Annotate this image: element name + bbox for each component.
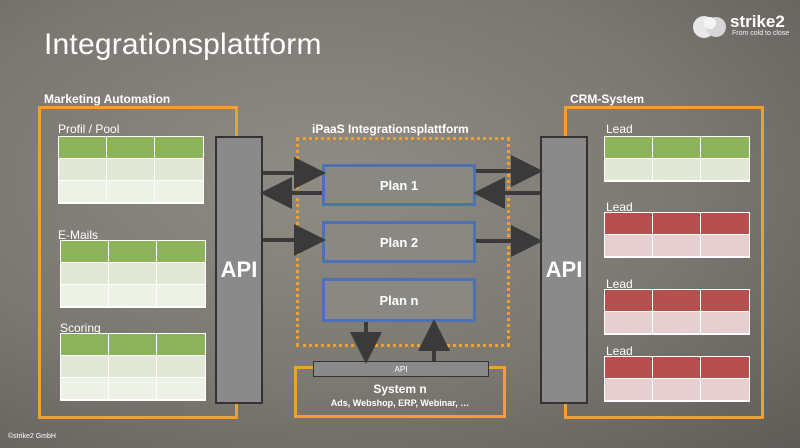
marketing-api-bar: API: [215, 136, 263, 404]
table-lead-3: [604, 289, 750, 335]
system-api-label: API: [394, 364, 408, 374]
marketing-panel-title: Marketing Automation: [44, 92, 171, 106]
plan-2: Plan 2: [322, 221, 476, 263]
marketing-api-label: API: [220, 257, 258, 282]
strike2-logo-icon: [693, 16, 726, 38]
plan-2-label: Plan 2: [379, 234, 419, 250]
logo-tagline: From cold to close: [732, 30, 790, 37]
table-label-lead-1: Lead: [606, 122, 633, 136]
plan-1: Plan 1: [322, 164, 476, 206]
copyright-text: ©strike2 GmbH: [8, 433, 56, 440]
table-profil: [58, 136, 204, 204]
table-lead-2: [604, 212, 750, 258]
crm-panel-title: CRM-System: [570, 92, 645, 106]
logo-name: strike2: [730, 12, 785, 31]
system-n-subtitle: Ads, Webshop, ERP, Webinar, …: [330, 398, 470, 408]
plan-n: Plan n: [322, 278, 476, 322]
table-scoring: [60, 333, 206, 401]
table-label-lead-3: Lead: [606, 277, 633, 291]
system-api-bar: API: [313, 361, 489, 377]
table-label-lead-2: Lead: [606, 200, 633, 214]
table-label-lead-4: Lead: [606, 344, 633, 358]
table-lead-1: [604, 136, 750, 182]
table-lead-4: [604, 356, 750, 402]
system-n-title: System n: [373, 382, 427, 396]
table-label-emails: E-Mails: [58, 228, 99, 242]
ipaas-panel-title: iPaaS Integrationsplattform: [312, 122, 469, 136]
page-title: Integrationsplattform: [44, 28, 322, 61]
plan-n-label: Plan n: [379, 292, 419, 308]
table-emails: [60, 240, 206, 308]
crm-api-bar: API: [540, 136, 588, 404]
table-label-scoring: Scoring: [60, 321, 101, 335]
plan-1-label: Plan 1: [379, 177, 419, 193]
crm-api-label: API: [545, 257, 583, 282]
table-label-profil: Profil / Pool: [58, 122, 120, 136]
